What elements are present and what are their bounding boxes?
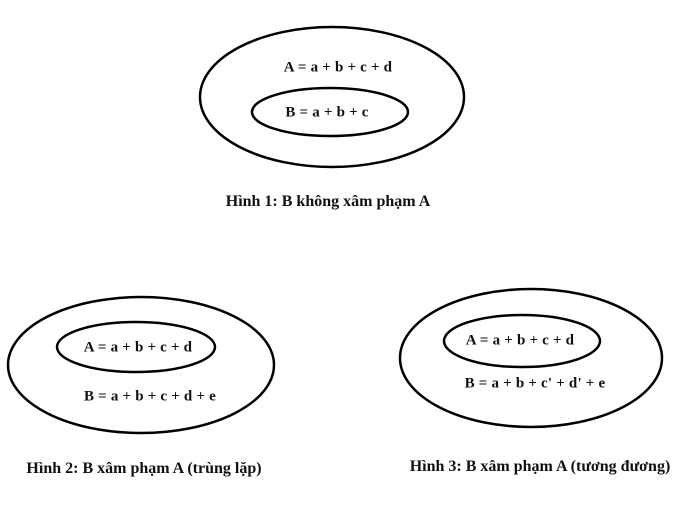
fig2-caption: Hình 2: B xâm phạm A (trùng lặp) <box>26 460 262 477</box>
fig3-inner-ellipse <box>442 313 602 369</box>
fig3-inner-label: A = a + b + c + d <box>465 332 575 349</box>
fig2-inner-ellipse <box>55 320 217 374</box>
fig1-outer-label: A = a + b + c + d <box>283 59 393 76</box>
fig1-inner-label: B = a + b + c <box>285 104 369 121</box>
fig3-outer-label: B = a + b + c' + d' + e <box>464 375 606 392</box>
fig2-outer-label: B = a + b + c + d + e <box>84 388 216 405</box>
fig3-outer-ellipse <box>398 287 664 429</box>
fig2-inner-label: A = a + b + c + d <box>83 339 193 356</box>
fig1-inner-ellipse <box>250 86 410 138</box>
fig3-caption: Hình 3: B xâm phạm A (tương đương) <box>409 458 671 475</box>
fig1-outer-ellipse <box>198 25 466 169</box>
fig2-outer-ellipse <box>6 295 276 435</box>
fig1-caption: Hình 1: B không xâm phạm A <box>225 193 431 210</box>
